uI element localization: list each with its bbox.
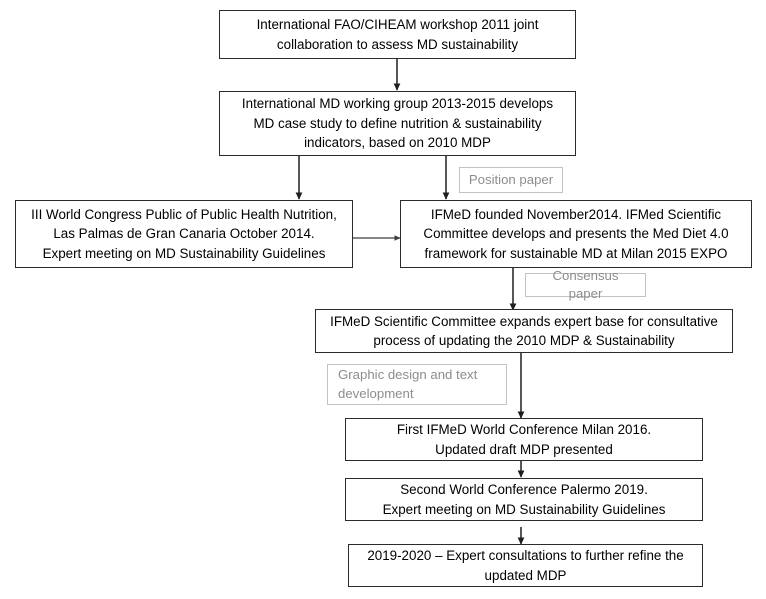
node-world-congress-las-palmas[interactable]: III World Congress Public of Public Heal… <box>15 200 353 268</box>
note-consensus-paper: Consensus paper <box>525 268 646 301</box>
node-ifmed-expands-expert-base[interactable]: IFMeD Scientific Committee expands exper… <box>315 309 733 353</box>
node-expert-consultations-2019-2020[interactable]: 2019-2020 – Expert consultations to furt… <box>348 544 703 587</box>
node-fao-ciheam-workshop[interactable]: International FAO/CIHEAM workshop 2011 j… <box>219 10 576 59</box>
node-md-working-group[interactable]: International MD working group 2013-2015… <box>219 91 576 156</box>
node-first-ifmed-conference-milan[interactable]: First IFMeD World Conference Milan 2016.… <box>345 418 703 461</box>
node-ifmed-founded[interactable]: IFMeD founded November2014. IFMed Scient… <box>400 200 752 268</box>
node-second-conference-palermo[interactable]: Second World Conference Palermo 2019. Ex… <box>345 478 703 521</box>
note-position-paper: Position paper <box>459 167 563 193</box>
note-graphic-design: Graphic design and text development <box>327 364 507 405</box>
